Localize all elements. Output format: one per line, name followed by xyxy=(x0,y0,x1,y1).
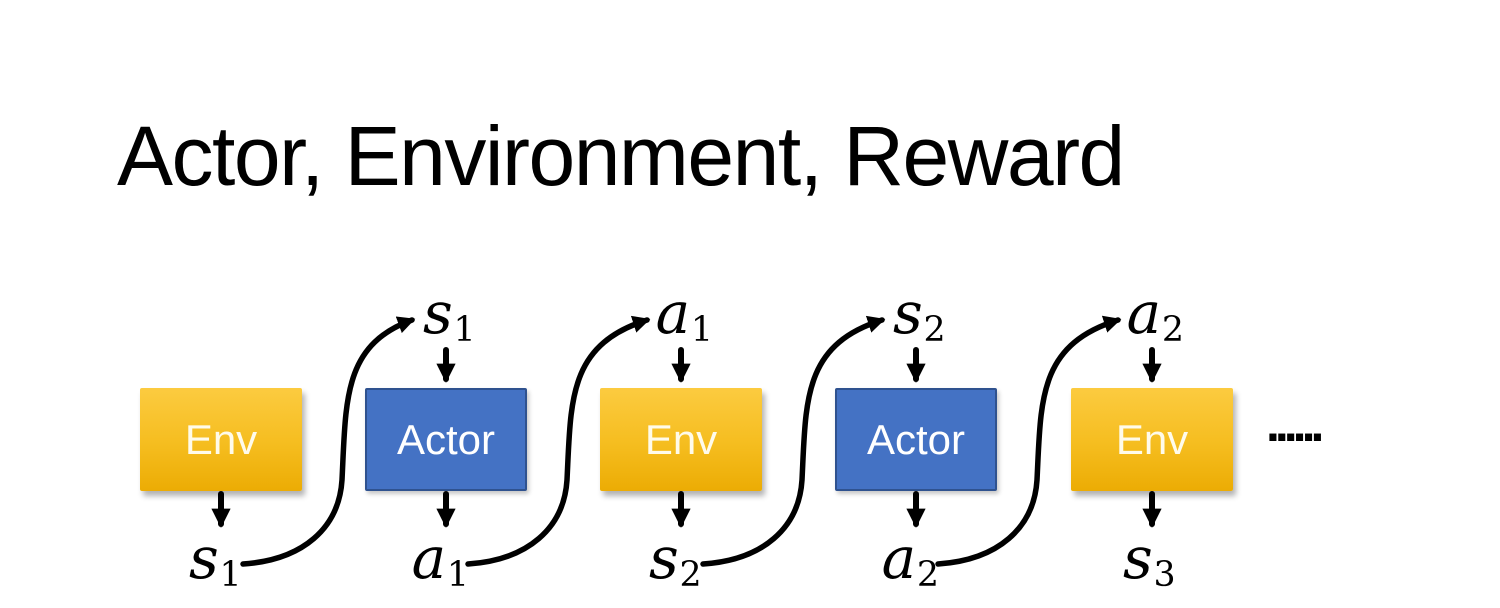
top-label-a2: a2 xyxy=(1126,279,1185,350)
continuation-ellipsis: ...... xyxy=(1266,396,1324,452)
env-box-3: Env xyxy=(1071,388,1233,491)
env-box-2: Env xyxy=(600,388,762,491)
bottom-label-a1: a1 xyxy=(411,524,470,595)
top-label-s2: s2 xyxy=(893,279,946,350)
env-box-1: Env xyxy=(140,388,302,491)
actor-box-1-label: Actor xyxy=(396,415,496,463)
env-box-2-label: Env xyxy=(644,415,718,463)
bottom-label-s2: s2 xyxy=(649,524,702,595)
bottom-label-s1: s1 xyxy=(189,524,242,595)
actor-box-2: Actor xyxy=(835,388,997,491)
top-label-s1: s1 xyxy=(423,279,476,350)
env-box-3-label: Env xyxy=(1115,415,1189,463)
env-box-1-label: Env xyxy=(184,415,258,463)
actor-box-1: Actor xyxy=(365,388,527,491)
bottom-label-a2: a2 xyxy=(881,524,940,595)
bottom-label-s3: s3 xyxy=(1123,524,1176,595)
actor-box-2-label: Actor xyxy=(866,415,966,463)
top-label-a1: a1 xyxy=(655,279,714,350)
slide-title: Actor, Environment, Reward xyxy=(117,109,1125,203)
